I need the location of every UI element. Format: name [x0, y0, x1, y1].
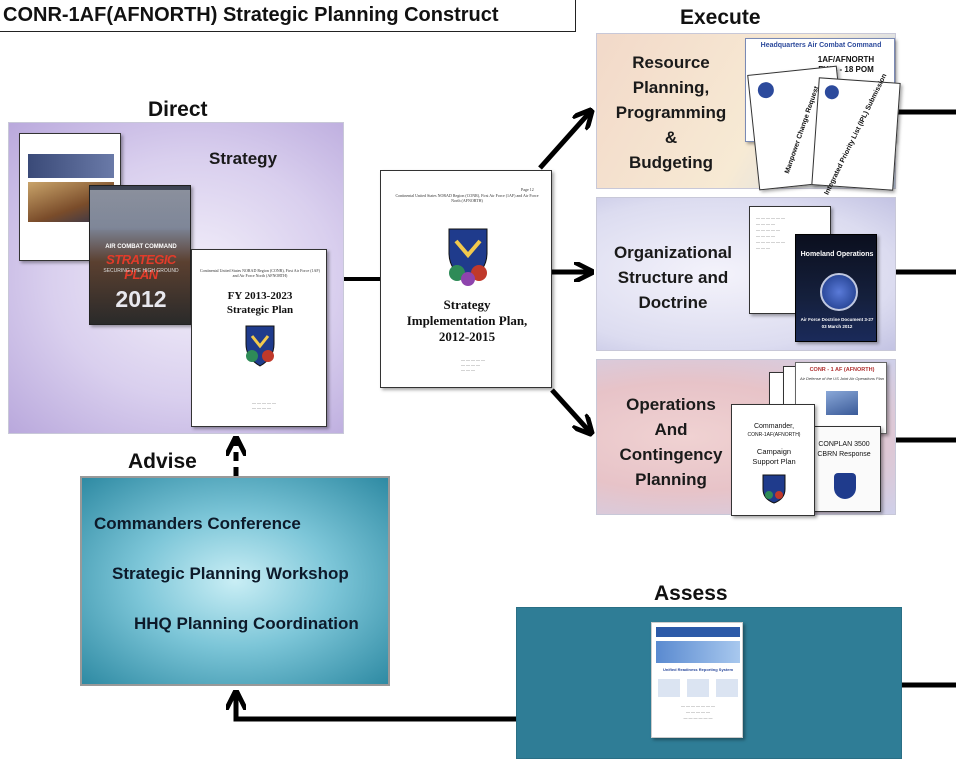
ops-line-2: And: [654, 420, 688, 439]
af-roundel-icon: [820, 273, 858, 311]
advise-panel: Commanders Conference Strategic Planning…: [80, 476, 390, 686]
homeland-doc-header: Homeland Operations: [800, 251, 874, 258]
ipl-doc: Integrated Priority List (IPL) Submissio…: [811, 73, 901, 196]
campaign-support-plan-doc: Commander, CONR-1AF(AFNORTH) Campaign Su…: [731, 404, 815, 516]
implementation-plan-doc: Page 12 Continental United States NORAD …: [380, 170, 552, 388]
strategy-label: Strategy: [209, 149, 278, 168]
organizational-panel: Organizational Structure and Doctrine — …: [596, 197, 896, 351]
assess-label: Assess: [654, 582, 728, 605]
impl-title-line-1: Strategy: [443, 297, 491, 312]
memo-lines: — — — — — —— — — —— — — — —— — — —— — — …: [756, 215, 785, 250]
impl-title-line-3: 2012-2015: [438, 329, 496, 344]
ops-line-3: Contingency: [619, 445, 723, 464]
homeland-operations-doc: Homeland Operations Air Force Doctrine D…: [795, 234, 877, 342]
homeland-doc-footer-2: 03 March 2012: [821, 324, 853, 329]
report-lines: — — — — — — —— — — — —— — — — — —: [681, 703, 715, 720]
report-block-1: [658, 679, 680, 697]
arrow-to-operations: [550, 388, 590, 432]
assess-panel: Unified Readiness Reporting System — — —…: [516, 607, 902, 759]
operations-text: Operations And Contingency Planning: [597, 392, 745, 492]
campaign-title-2: Support Plan: [752, 457, 796, 466]
acc-strategic-plan-cover: AIR COMBAT COMMAND STRATEGIC PLAN SECURI…: [89, 185, 191, 325]
organizational-text: Organizational Structure and Doctrine: [597, 240, 749, 315]
arrow-assess-to-advise: [236, 694, 516, 722]
conr-doc-sub: Air Defense of the US Joint Air Operatio…: [800, 376, 884, 381]
af-crest-icon: [445, 225, 491, 291]
resource-line-3: Programming: [615, 103, 727, 122]
report-banner: [656, 641, 740, 663]
impl-header-text: Continental United States NORAD Region (…: [395, 193, 539, 203]
report-header-bar: [656, 627, 740, 637]
command-crest-icon: [240, 322, 280, 368]
cover-main-text: STRATEGIC PLAN: [106, 252, 176, 282]
advise-label: Advise: [128, 450, 197, 473]
plan-header-text: Continental United States NORAD Region (…: [200, 268, 320, 278]
pom-doc-header: Headquarters Air Combat Command: [760, 42, 882, 49]
advise-line-1: Commanders Conference: [94, 514, 301, 533]
impl-title-line-2: Implementation Plan,: [406, 313, 528, 328]
conplan-crest-icon: [834, 473, 856, 499]
plan-title-line-2: Strategic Plan: [226, 304, 294, 316]
resource-planning-text: Resource Planning, Programming & Budgeti…: [597, 50, 745, 175]
fy-strategic-plan-doc: Continental United States NORAD Region (…: [191, 249, 327, 427]
resource-line-5: Budgeting: [628, 153, 714, 172]
operations-panel: Operations And Contingency Planning CONR…: [596, 359, 896, 516]
pom-doc-title-2: FY14 - 18 POM: [818, 65, 874, 74]
plan-title-line-1: FY 2013-2023: [227, 290, 293, 302]
report-block-3: [716, 679, 738, 697]
conplan-line-1: CONPLAN 3500: [818, 441, 870, 448]
impl-signature-block: — — — — —— — — —— — —: [461, 357, 485, 372]
advise-line-3: HHQ Planning Coordination: [134, 614, 359, 633]
campaign-title-1: Campaign: [756, 447, 792, 456]
execute-label: Execute: [680, 6, 761, 29]
ops-line-4: Planning: [635, 470, 707, 489]
homeland-doc-footer-1: Air Force Doctrine Document 3-27: [800, 317, 874, 322]
report-caption: Unified Readiness Reporting System: [662, 667, 733, 672]
cover-aircraft-image: [90, 190, 190, 230]
page-title: CONR-1AF(AFNORTH) Strategic Planning Con…: [0, 0, 576, 32]
campaign-crest-icon: [760, 473, 788, 505]
conr-doc-title: CONR - 1 AF (AFNORTH): [809, 367, 875, 373]
conplan-doc: CONPLAN 3500 CBRN Response: [805, 426, 881, 512]
plan-signature-block: — — — — —— — — —: [252, 400, 276, 410]
cover-sub-text: SECURING THE HIGH GROUND: [103, 268, 179, 274]
campaign-cmdr-2: CONR-1AF(AFNORTH): [747, 432, 801, 438]
conr-doc-image: [826, 391, 858, 415]
resource-line-1: Resource: [632, 53, 710, 72]
doc-header-image: [28, 154, 114, 178]
conplan-line-2: CBRN Response: [817, 451, 871, 458]
resource-planning-panel: Resource Planning, Programming & Budgeti…: [596, 33, 901, 196]
assess-report-doc: Unified Readiness Reporting System — — —…: [651, 622, 743, 738]
advise-line-2: Strategic Planning Workshop: [112, 564, 349, 583]
cover-year-text: 2012: [115, 286, 167, 312]
pom-doc-title-1: 1AF/AFNORTH: [817, 55, 875, 64]
report-block-2: [687, 679, 709, 697]
resource-line-4: &: [664, 128, 678, 147]
seal-icon: [757, 81, 775, 99]
impl-page-number: Page 12: [521, 187, 534, 192]
org-line-3: Doctrine: [638, 293, 708, 312]
cover-top-text: AIR COMBAT COMMAND: [105, 244, 177, 250]
arrow-to-resource: [538, 112, 590, 170]
resource-line-2: Planning,: [632, 78, 710, 97]
campaign-cmdr-1: Commander,: [753, 423, 795, 430]
direct-panel: Strategy AIR COMBAT COMMAND STRATEGIC PL…: [8, 122, 344, 434]
org-line-1: Organizational: [613, 243, 733, 262]
ops-line-1: Operations: [626, 395, 716, 414]
org-line-2: Structure and: [617, 268, 729, 287]
seal-icon-2: [824, 84, 840, 100]
direct-label: Direct: [148, 98, 208, 121]
